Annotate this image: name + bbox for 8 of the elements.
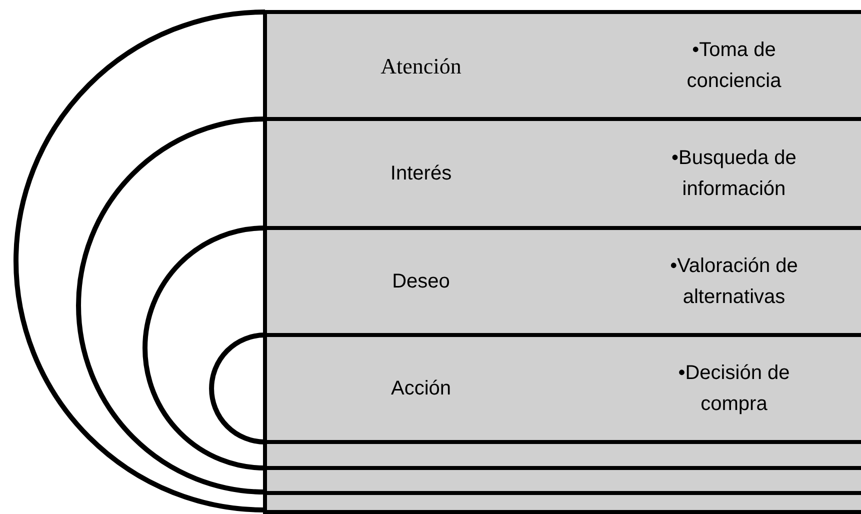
stage-description: •Busqueda de información: [670, 146, 798, 202]
stage-description: •Toma de conciencia: [686, 38, 782, 94]
stage-name: Deseo: [391, 269, 451, 294]
stage-description: •Decisión de compra: [677, 360, 791, 416]
stage-name: Interés: [389, 161, 453, 186]
stage-description: •Valoración de alternativas: [669, 254, 799, 310]
stage-name: Acción: [390, 376, 452, 401]
stage-name: Atención: [380, 52, 462, 80]
